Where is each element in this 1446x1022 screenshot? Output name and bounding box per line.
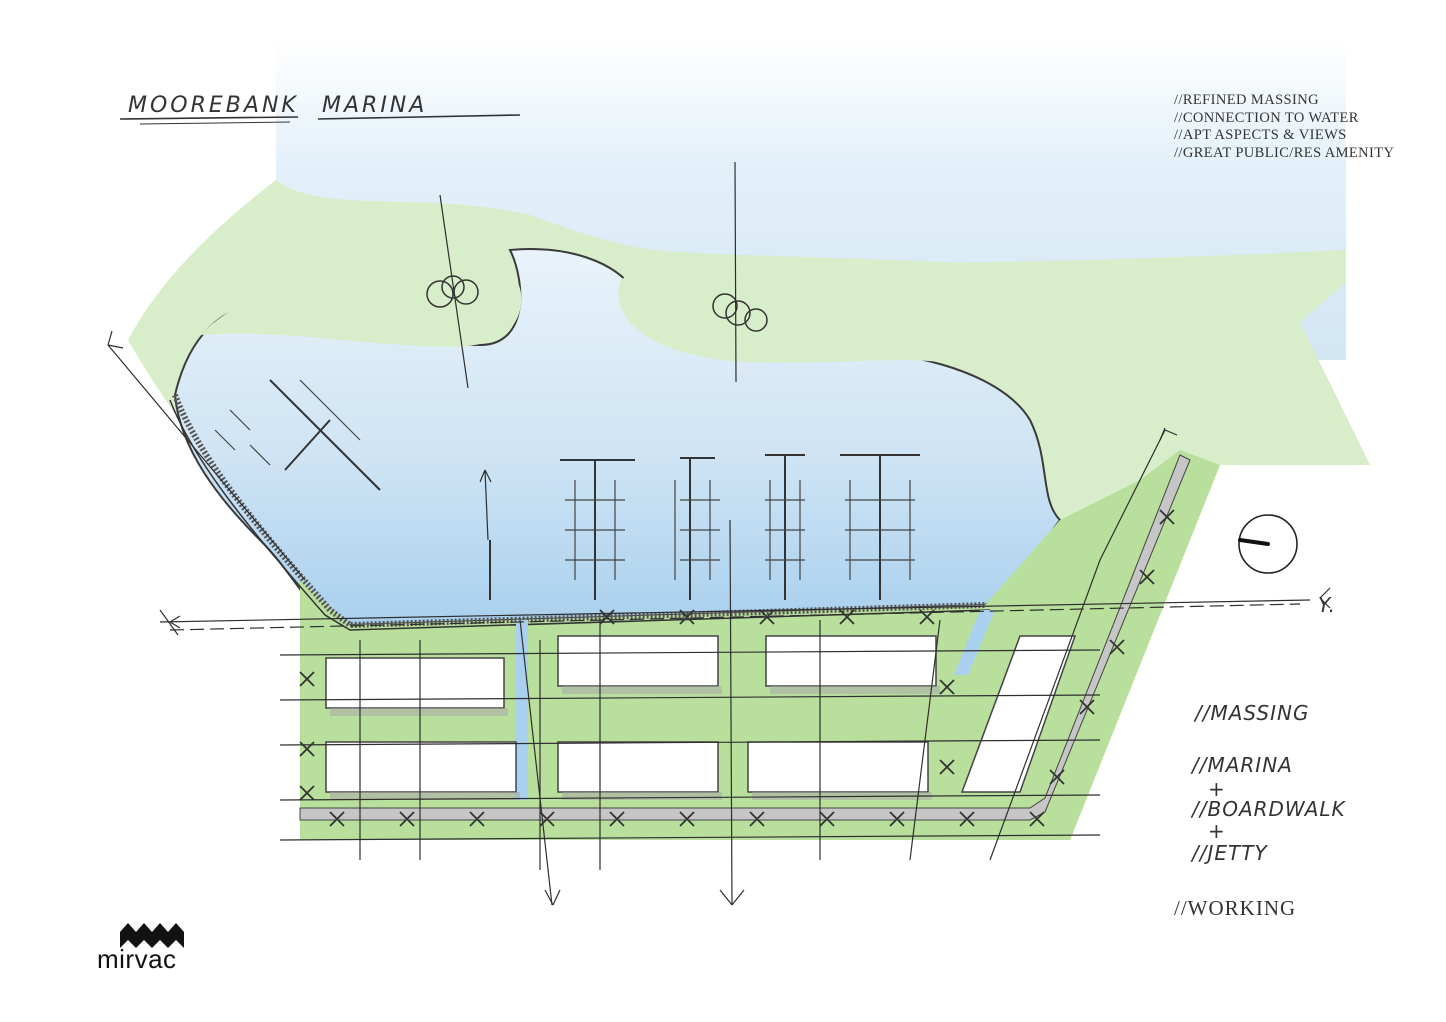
tree [426, 280, 454, 308]
logo-text: mirvac [97, 944, 177, 974]
street-trees [299, 509, 1175, 827]
axis-label-y: Y. [1318, 593, 1336, 617]
legend-joiner-1: + [1208, 777, 1226, 801]
construction-lines [107, 161, 1331, 906]
perimeter-road [299, 454, 1191, 821]
building-block [557, 635, 719, 687]
jetty [269, 379, 381, 491]
note-item: //REFINED MASSING [1174, 92, 1319, 108]
north-arrow [1238, 514, 1298, 574]
building-block [747, 741, 929, 793]
tree [744, 308, 768, 332]
note-item: //GREAT PUBLIC/RES AMENITY [1174, 144, 1395, 161]
north-spit-right [618, 250, 1346, 420]
legend-boardwalk: //BOARDWALK [1190, 797, 1347, 821]
design-notes: //REFINED MASSING //CONNECTION TO WATER … [1174, 92, 1394, 162]
marina-jetties [269, 379, 920, 600]
mirvac-logo-icon [120, 923, 184, 948]
tree [441, 275, 465, 299]
legend-marina: //MARINA [1190, 753, 1293, 777]
title-right: MARINA [322, 93, 427, 118]
building-block [325, 657, 505, 709]
building-block [557, 741, 719, 793]
tree [725, 300, 751, 326]
status-working: //WORKING [1174, 896, 1297, 920]
title-hand: MOOREBANK MARINA [119, 93, 521, 125]
legend-massing: //MASSING [1193, 701, 1309, 725]
tree [712, 293, 738, 319]
legend-joiner-2: + [1208, 819, 1226, 843]
building-block [765, 635, 937, 687]
channel-right [954, 610, 995, 675]
legend-jetty: //JETTY [1190, 841, 1268, 865]
jetty [284, 419, 331, 471]
boat-berths [214, 379, 915, 580]
boardwalk [172, 393, 986, 629]
channel-left [516, 620, 528, 800]
hand-legend: //MASSING //MARINA + //BOARDWALK + //JET… [1190, 593, 1347, 865]
note-item: //CONNECTION TO WATER [1174, 109, 1359, 126]
building-blocks [325, 635, 1077, 793]
building-block [325, 741, 517, 793]
boardwalk-edge [169, 399, 991, 631]
note-item: //APT ASPECTS & VIEWS [1174, 127, 1347, 143]
building-block [960, 635, 1077, 793]
title-left: MOOREBANK [128, 93, 299, 118]
